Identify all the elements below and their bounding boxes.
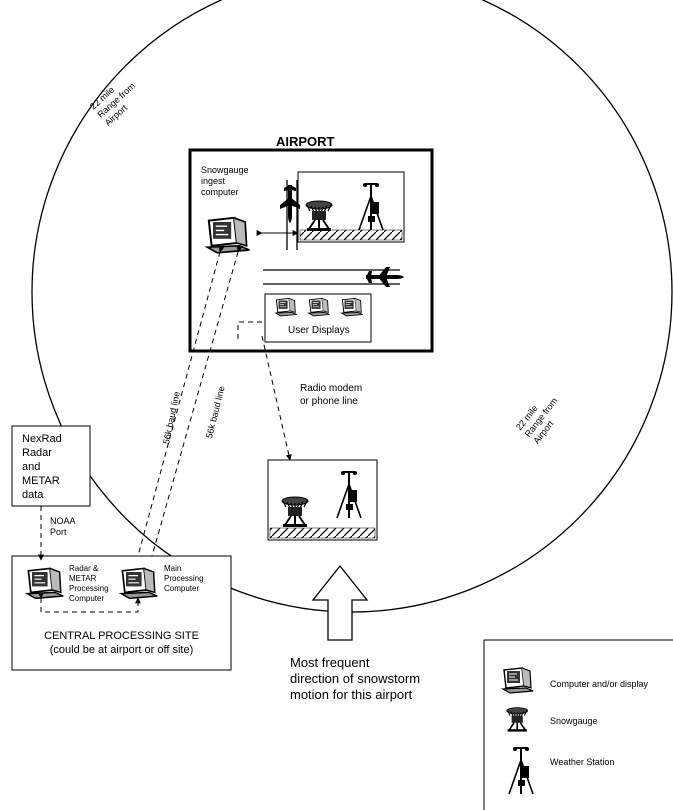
main-computer-label: Main Processing Computer (164, 564, 204, 593)
nexrad-label: NexRad Radar and METAR data (22, 433, 62, 501)
radio-modem-link (261, 335, 292, 461)
baud-line-link (137, 246, 225, 557)
radar-main-link (38, 592, 141, 613)
user-displays-label: User Displays (288, 325, 350, 336)
computer-icon (502, 667, 534, 694)
baud-line-link (151, 245, 243, 557)
computer-icon (275, 297, 298, 317)
central-site-subtitle: (could be at airport or off site) (49, 644, 194, 656)
storm-direction-arrow (311, 564, 369, 641)
ingest-computer-label: Snowgauge ingest computer (201, 165, 249, 197)
radar-computer-label: Radar & METAR Processing Computer (69, 564, 109, 603)
display-link (237, 321, 262, 342)
central-site-title: CENTRAL PROCESSING SITE (44, 630, 199, 642)
legend-label-weather-station: Weather Station (550, 757, 615, 767)
computer-icon (120, 567, 159, 600)
legend-label-computer: Computer and/or display (550, 679, 649, 689)
storm-direction-label: Most frequent direction of snowstorm mot… (290, 655, 421, 702)
legend-label-snowgauge: Snowgauge (550, 716, 598, 726)
computer-icon (26, 567, 65, 600)
computer-icon (308, 297, 331, 317)
computer-icon (206, 216, 251, 254)
radio-modem-label: Radio modem or phone line (300, 383, 363, 407)
airport-title: AIRPORT (276, 134, 335, 149)
computer-icon (341, 297, 364, 317)
noaa-port-label: NOAA Port (50, 516, 76, 537)
nexrad-box (11, 425, 91, 507)
